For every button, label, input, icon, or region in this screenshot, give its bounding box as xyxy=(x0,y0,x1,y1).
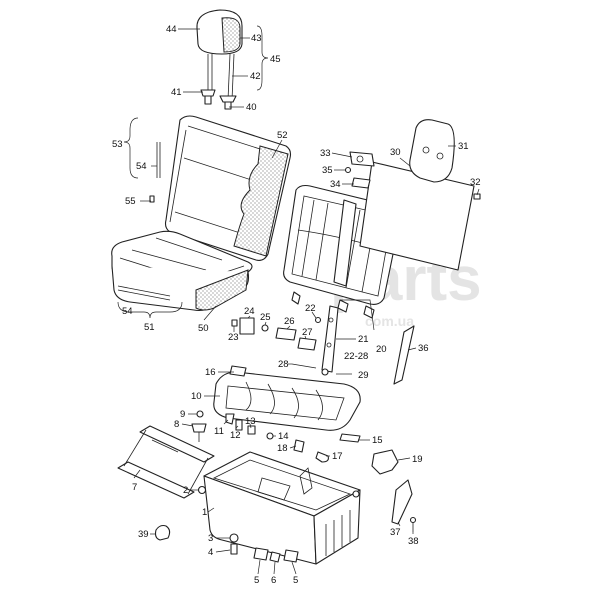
callout-54-back: 54 xyxy=(136,161,147,172)
callout-35: 35 xyxy=(322,165,333,176)
callout-5-right: 5 xyxy=(293,575,298,586)
callout-43: 43 xyxy=(251,33,262,44)
callout-11: 11 xyxy=(214,426,224,437)
callout-6: 6 xyxy=(271,575,276,586)
callout-30: 30 xyxy=(390,147,401,158)
watermark-sub: com.ua xyxy=(365,313,414,329)
callout-37: 37 xyxy=(390,527,401,538)
callout-25: 25 xyxy=(260,312,271,323)
handle-parts xyxy=(344,151,375,189)
headrest xyxy=(196,9,243,110)
callout-15: 15 xyxy=(372,435,383,446)
callout-12: 12 xyxy=(230,430,241,441)
callout-27: 27 xyxy=(302,327,313,338)
callout-9: 9 xyxy=(180,409,185,420)
box-fasteners xyxy=(154,485,299,563)
callout-52: 52 xyxy=(277,130,288,141)
callout-29: 29 xyxy=(358,370,369,381)
callout-14: 14 xyxy=(278,431,289,442)
callout-33: 33 xyxy=(320,148,331,159)
callout-13: 13 xyxy=(245,416,256,427)
callout-3: 3 xyxy=(208,533,213,544)
callout-53: 53 xyxy=(112,139,123,150)
callout-17: 17 xyxy=(332,451,343,462)
callout-24: 24 xyxy=(244,306,255,317)
callout-19: 19 xyxy=(412,454,423,465)
seat-cushion xyxy=(111,230,253,312)
callout-54-seat: 54 xyxy=(122,306,133,317)
seat-frame xyxy=(213,365,361,443)
callout-34: 34 xyxy=(330,179,341,190)
backrest xyxy=(149,115,292,261)
callout-20: 20 xyxy=(376,344,387,355)
callout-38: 38 xyxy=(408,536,419,547)
callout-42: 42 xyxy=(250,71,261,82)
callout-7: 7 xyxy=(132,482,137,493)
callout-10: 10 xyxy=(191,391,202,402)
hinge-bracket xyxy=(321,305,415,385)
callout-labels: 44 43 45 42 41 40 53 54 55 52 33 35 34 3… xyxy=(112,24,481,586)
callout-4: 4 xyxy=(208,547,213,558)
callout-41: 41 xyxy=(171,87,182,98)
callout-32: 32 xyxy=(470,177,481,188)
callout-31: 31 xyxy=(458,141,469,152)
callout-44: 44 xyxy=(166,24,177,35)
fasteners xyxy=(191,410,329,463)
callout-36: 36 xyxy=(418,343,429,354)
callout-2: 2 xyxy=(183,485,188,496)
callout-21: 21 xyxy=(358,334,369,345)
callout-16: 16 xyxy=(205,367,216,378)
seat-rail xyxy=(117,425,215,499)
storage-box xyxy=(203,451,361,565)
callout-50: 50 xyxy=(198,323,209,334)
latch-housing xyxy=(371,449,417,532)
callout-1: 1 xyxy=(202,507,207,518)
rear-panel xyxy=(359,119,481,271)
callout-26: 26 xyxy=(284,316,295,327)
callout-8: 8 xyxy=(174,419,179,430)
callout-39: 39 xyxy=(138,529,149,540)
callout-28: 28 xyxy=(278,359,289,370)
callout-51: 51 xyxy=(144,322,155,333)
callout-22: 22 xyxy=(305,303,316,314)
leader-lines xyxy=(117,25,480,575)
latch-parts xyxy=(231,316,322,369)
callout-40: 40 xyxy=(246,102,257,113)
callout-5-left: 5 xyxy=(254,575,259,586)
callout-23: 23 xyxy=(228,332,239,343)
callout-18: 18 xyxy=(277,443,288,454)
callout-22-28: 22-28 xyxy=(344,351,368,362)
callout-45: 45 xyxy=(270,54,281,65)
callout-55: 55 xyxy=(125,196,136,207)
